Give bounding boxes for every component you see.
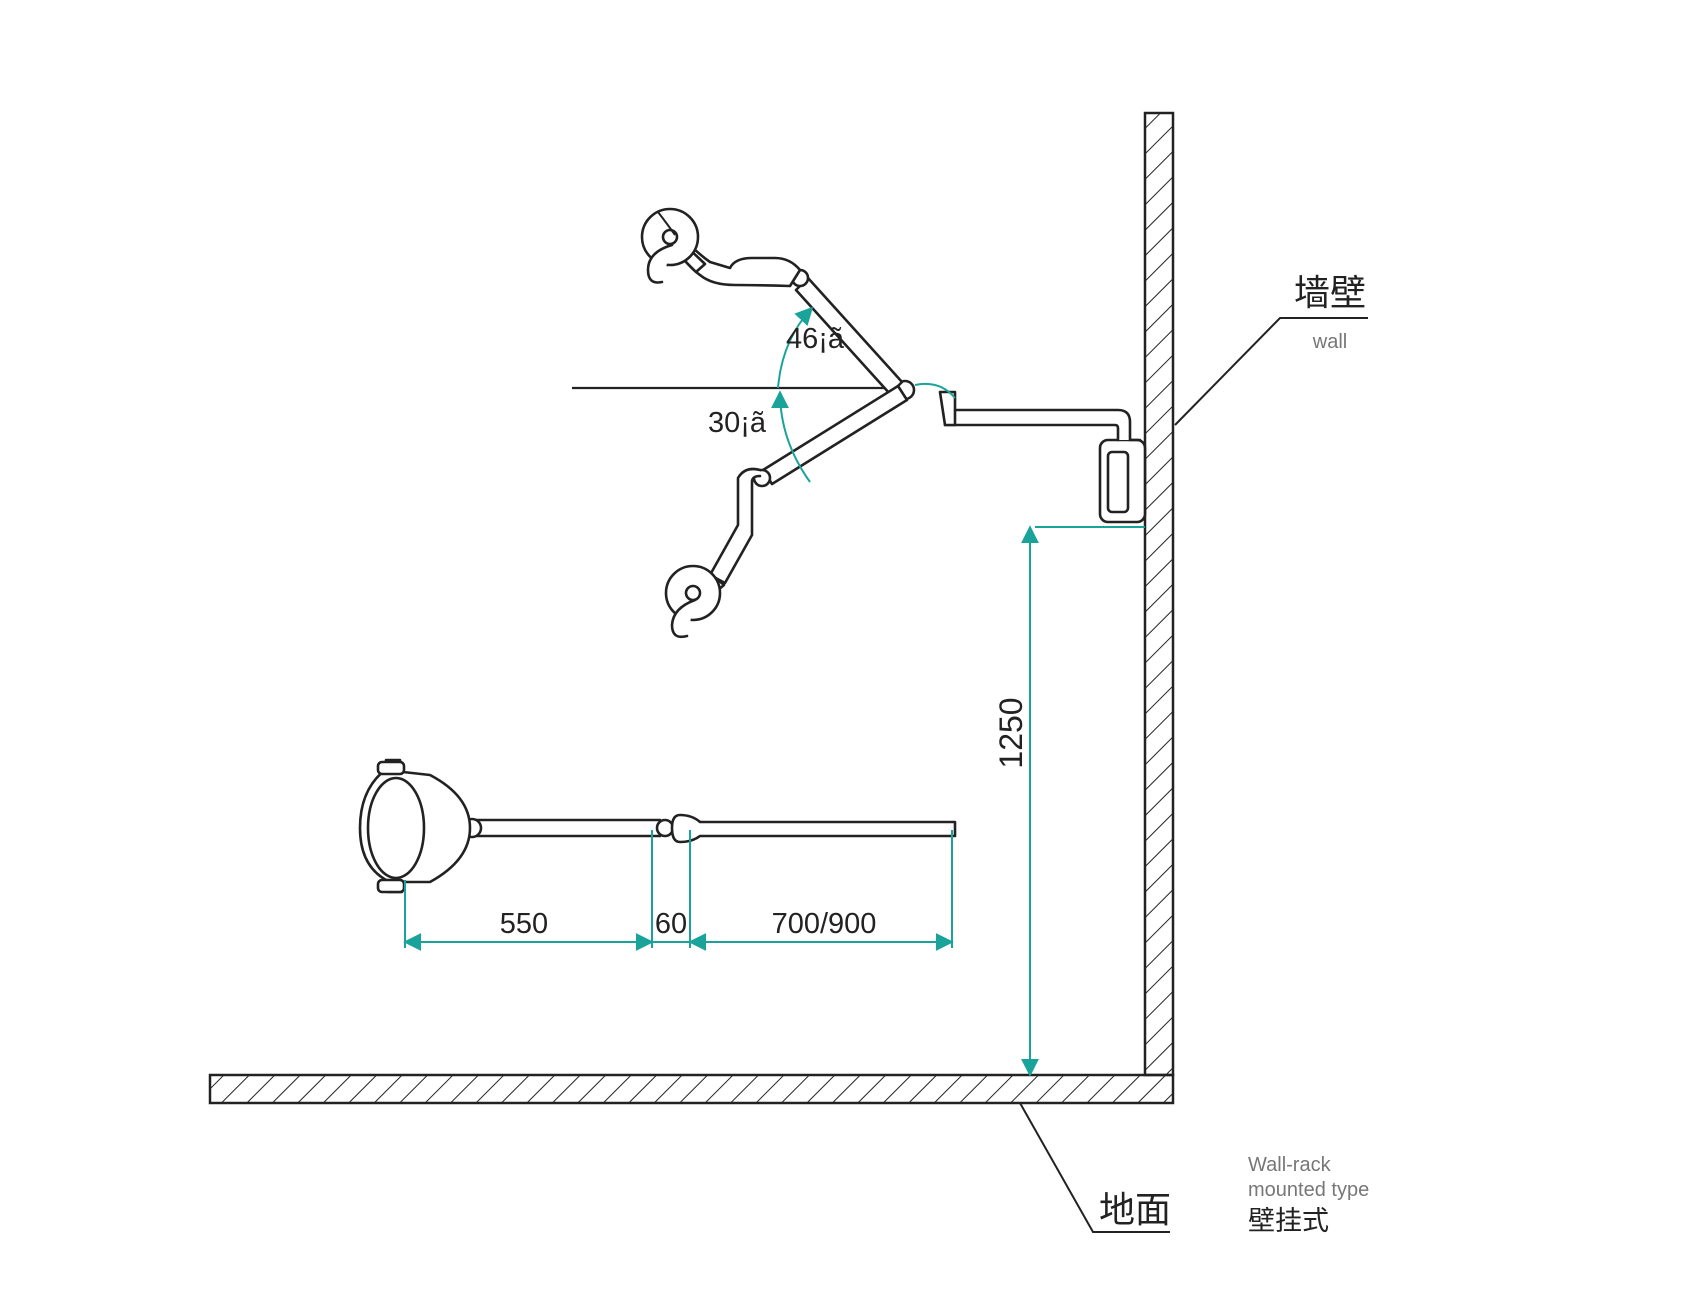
extended-arm — [358, 758, 957, 894]
height-value: 1250 — [993, 697, 1029, 768]
floor — [208, 1073, 1175, 1105]
arm-segment-2-label: 60 — [655, 908, 687, 940]
mount-type-en-line2: mounted type — [1248, 1179, 1369, 1201]
mount-type-cn: 壁挂式 — [1248, 1206, 1329, 1237]
angle-arc-lower: 30¡ã — [708, 390, 811, 483]
floor-leader-line — [1019, 1102, 1170, 1233]
upper-arm — [640, 207, 904, 396]
arm-segment-1-label: 550 — [500, 908, 548, 940]
mount-type-en-line1: Wall-rack — [1248, 1154, 1332, 1176]
lower-arm — [664, 384, 909, 639]
arm-length-dimensions: 550 60 700/900 — [403, 830, 954, 951]
angle-arc-upper: 46¡ã — [777, 306, 845, 389]
wall-leader-line — [1174, 317, 1368, 426]
height-dimension: 1250 — [993, 525, 1145, 1077]
wall-label-en: wall — [1312, 331, 1347, 353]
arm-segment-3-label: 700/900 — [772, 908, 877, 940]
wall — [1143, 111, 1175, 1077]
wall-label-cn: 墙壁 — [1294, 273, 1366, 314]
floor-label-cn: 地面 — [1099, 1190, 1171, 1231]
angle-lower-label: 30¡ã — [708, 407, 767, 439]
angle-upper-label: 46¡ã — [786, 323, 845, 355]
wall-bracket — [938, 390, 1147, 524]
